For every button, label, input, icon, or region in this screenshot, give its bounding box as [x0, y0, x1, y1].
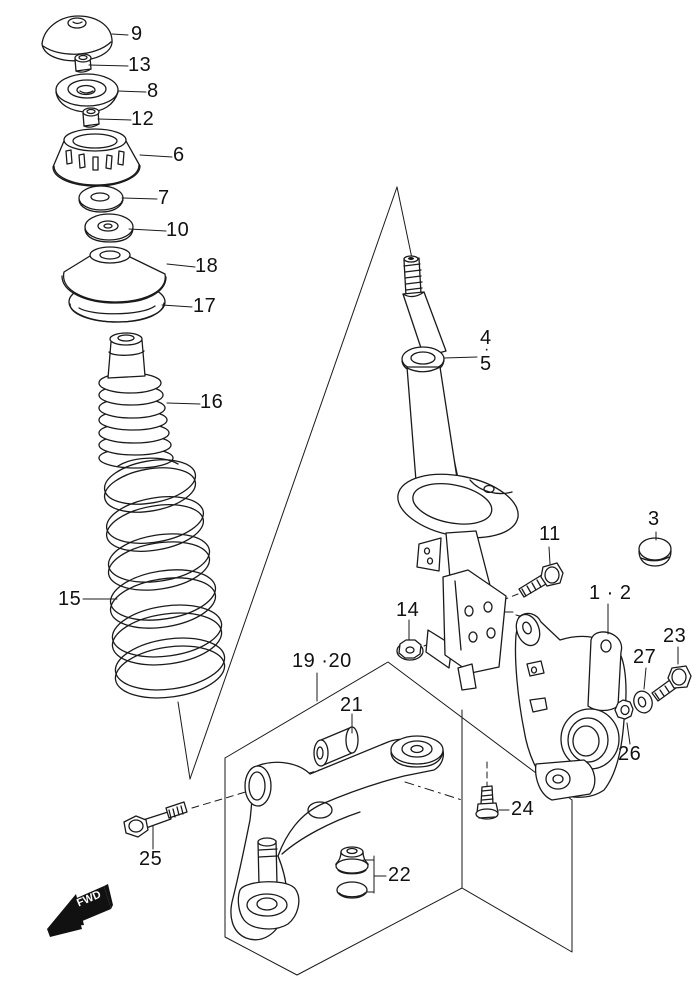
part-label-26: 26	[618, 743, 642, 765]
part-label-9: 9	[131, 23, 143, 45]
part-22-boot-set	[335, 846, 387, 899]
part-label-22: 22	[388, 864, 412, 886]
part-8-bearing	[55, 73, 119, 113]
leader-lines	[82, 33, 679, 850]
part-label-14: 14	[396, 599, 420, 621]
part-27-washer	[633, 690, 653, 714]
part-1-2-knuckle	[514, 612, 627, 801]
part-23-bolt	[651, 665, 692, 702]
part-9-cap	[41, 15, 113, 62]
part-4-5-strut	[397, 255, 519, 691]
part-label-15: 15	[58, 588, 82, 610]
part-10-seat	[84, 213, 134, 243]
part-label-23: 23	[663, 625, 687, 647]
part-26-nut	[614, 699, 634, 720]
part-15-coil-spring	[103, 457, 226, 699]
part-label-4-5-dot: ·	[484, 341, 490, 358]
part-16-dust-cover	[98, 332, 174, 469]
part-label-16: 16	[200, 391, 224, 413]
part-12-nut	[82, 107, 100, 128]
part-label-13: 13	[128, 54, 152, 76]
part-24-bolt	[475, 785, 499, 820]
part-7-washer	[78, 185, 124, 213]
part-label-18: 18	[195, 255, 219, 277]
part-18-mount	[61, 246, 167, 304]
part-11-bolt	[518, 562, 564, 598]
part-label-3: 3	[648, 508, 660, 530]
part-label-6: 6	[173, 144, 185, 166]
part-label-24: 24	[511, 798, 535, 820]
part-label-11: 11	[539, 523, 561, 545]
part-19-20-control-arm	[230, 735, 445, 941]
part-25-bolt	[123, 801, 188, 838]
part-label-17: 17	[193, 295, 217, 317]
part-14-nut	[396, 639, 424, 661]
part-label-10: 10	[166, 219, 190, 241]
fwd-arrow	[47, 884, 113, 937]
strut-mount-stack	[41, 15, 174, 469]
part-13-nut	[74, 53, 92, 73]
part-label-5: 5	[480, 353, 492, 375]
part-21-bushing	[313, 726, 359, 767]
part-3-cap	[638, 537, 672, 567]
part-6-strut-support	[52, 128, 141, 187]
part-label-4: 4	[480, 327, 492, 349]
part-label-7: 7	[158, 187, 170, 209]
part-label-12: 12	[131, 108, 155, 130]
part-label-19-20: 19 ·20	[292, 650, 352, 672]
part-label-21: 21	[340, 694, 364, 716]
part-label-8: 8	[147, 80, 159, 102]
part-label-1-2: 1 · 2	[589, 582, 632, 604]
group-frame-lines	[177, 186, 573, 976]
part-label-25: 25	[139, 848, 163, 870]
part-label-27: 27	[633, 646, 657, 668]
